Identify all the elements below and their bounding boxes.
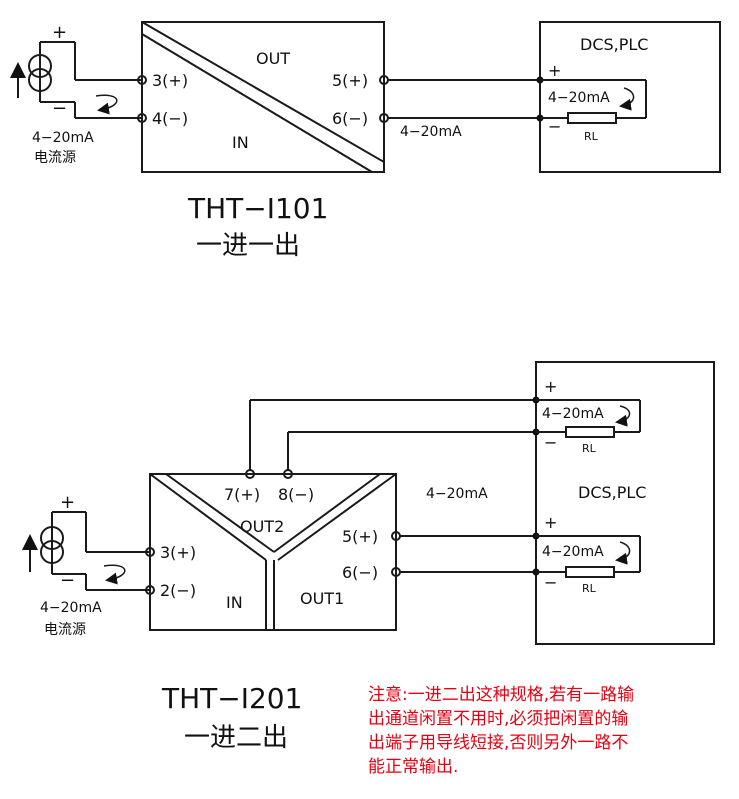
terminal-4 (137, 113, 147, 123)
load-resistor (567, 112, 617, 124)
current-source-1: + − 4−20mA 电流源 (10, 22, 142, 166)
source-name-label: 电流源 (34, 150, 76, 166)
out1-label: OUT1 (300, 589, 344, 608)
dcs-box-2: DCS,PLC + − 4−20mA RL + − 4−20mA (532, 361, 715, 645)
model-desc: 一进二出 (184, 723, 288, 753)
terminal-5-label: 5(+) (332, 71, 368, 90)
in-label: IN (232, 133, 249, 152)
dcs-lower-minus-label: − (544, 573, 557, 592)
load-current-upper: 4−20mA (542, 406, 604, 422)
loop-arrow-icon (103, 564, 126, 585)
load-loop-arrow-icon (619, 87, 635, 111)
terminal-6-label: 6(−) (332, 109, 368, 128)
terminal-8-label: 8(−) (278, 485, 314, 504)
terminal-2 (145, 585, 155, 595)
dcs-minus-label: − (548, 117, 561, 136)
module-box-2: 3(+) 2(−) 7(+) 8(−) OUT2 IN OUT1 5(+) 6(… (145, 469, 401, 631)
out-label: OUT (256, 49, 290, 68)
terminal-4-label: 4(−) (152, 109, 188, 128)
model-label: THT−I201 (161, 682, 302, 715)
note-line-2: 出通道闲置不用时,必须把闲置的输 (368, 709, 628, 729)
current-source-2: + − 4−20mA 电流源 (22, 492, 150, 638)
out2-label: OUT2 (240, 517, 284, 536)
load-loop-arrow-icon (615, 405, 631, 427)
terminal-3-label: 3(+) (152, 71, 188, 90)
terminal-7-label: 7(+) (224, 485, 260, 504)
source-minus-label: − (52, 98, 67, 119)
dcs-upper-minus-label: − (544, 433, 557, 452)
source-current-label: 4−20mA (32, 130, 94, 146)
dcs-upper-plus-label: + (544, 377, 557, 396)
note-line-1: 注意:一进二出这种规格,若有一路输 (368, 685, 634, 705)
dcs-box-1: DCS,PLC + − 4−20mA RL (536, 21, 721, 173)
source-name-label: 电流源 (44, 622, 86, 638)
dcs-title: DCS,PLC (578, 483, 646, 502)
diagram-tht-i201: + − 4−20mA 电流源 3(+) 2(−) 7(+) 8(−) OUT2 (22, 361, 715, 753)
rl-label-upper: RL (582, 442, 597, 455)
load-resistor-upper (565, 426, 615, 438)
line-current-label: 4−20mA (426, 486, 488, 502)
model-desc: 一进一出 (196, 231, 300, 261)
terminal-3 (137, 75, 147, 85)
terminal-3-label: 3(+) (160, 543, 196, 562)
terminal-6-label: 6(−) (342, 563, 378, 582)
dcs-title: DCS,PLC (580, 35, 648, 54)
terminal-3 (145, 547, 155, 557)
note-line-4: 能正常输出. (368, 757, 458, 777)
load-current-lower: 4−20mA (542, 544, 604, 560)
diagram-tht-i101: + − 4−20mA 电流源 3(+) 4(−) OUT IN 5(+) 6(−… (10, 21, 721, 261)
source-plus-label: + (60, 492, 75, 513)
in-label: IN (226, 593, 243, 612)
load-loop-arrow-icon (615, 541, 631, 565)
loop-arrow-icon (95, 94, 118, 115)
dcs-lower-plus-label: + (544, 513, 557, 532)
source-plus-label: + (52, 22, 67, 43)
dcs-plus-label: + (548, 61, 561, 80)
terminal-2-label: 2(−) (160, 581, 196, 600)
source-circle-top (28, 54, 52, 78)
source-minus-label: − (60, 570, 75, 591)
module-box-1: 3(+) 4(−) OUT IN 5(+) 6(−) (137, 21, 389, 173)
source-current-label: 4−20mA (40, 600, 102, 616)
model-label: THT−I101 (187, 192, 328, 225)
source-circle-bottom (28, 68, 52, 92)
load-current-label: 4−20mA (548, 90, 610, 106)
line-current-label: 4−20mA (400, 124, 462, 140)
rl-label: RL (584, 130, 599, 143)
warning-note: 注意:一进二出这种规格,若有一路输 出通道闲置不用时,必须把闲置的输 出端子用导… (368, 685, 634, 777)
load-resistor-lower (565, 566, 615, 578)
note-line-3: 出端子用导线短接,否则另外一路不 (368, 733, 628, 753)
terminal-5-label: 5(+) (342, 527, 378, 546)
rl-label-lower: RL (582, 582, 597, 595)
